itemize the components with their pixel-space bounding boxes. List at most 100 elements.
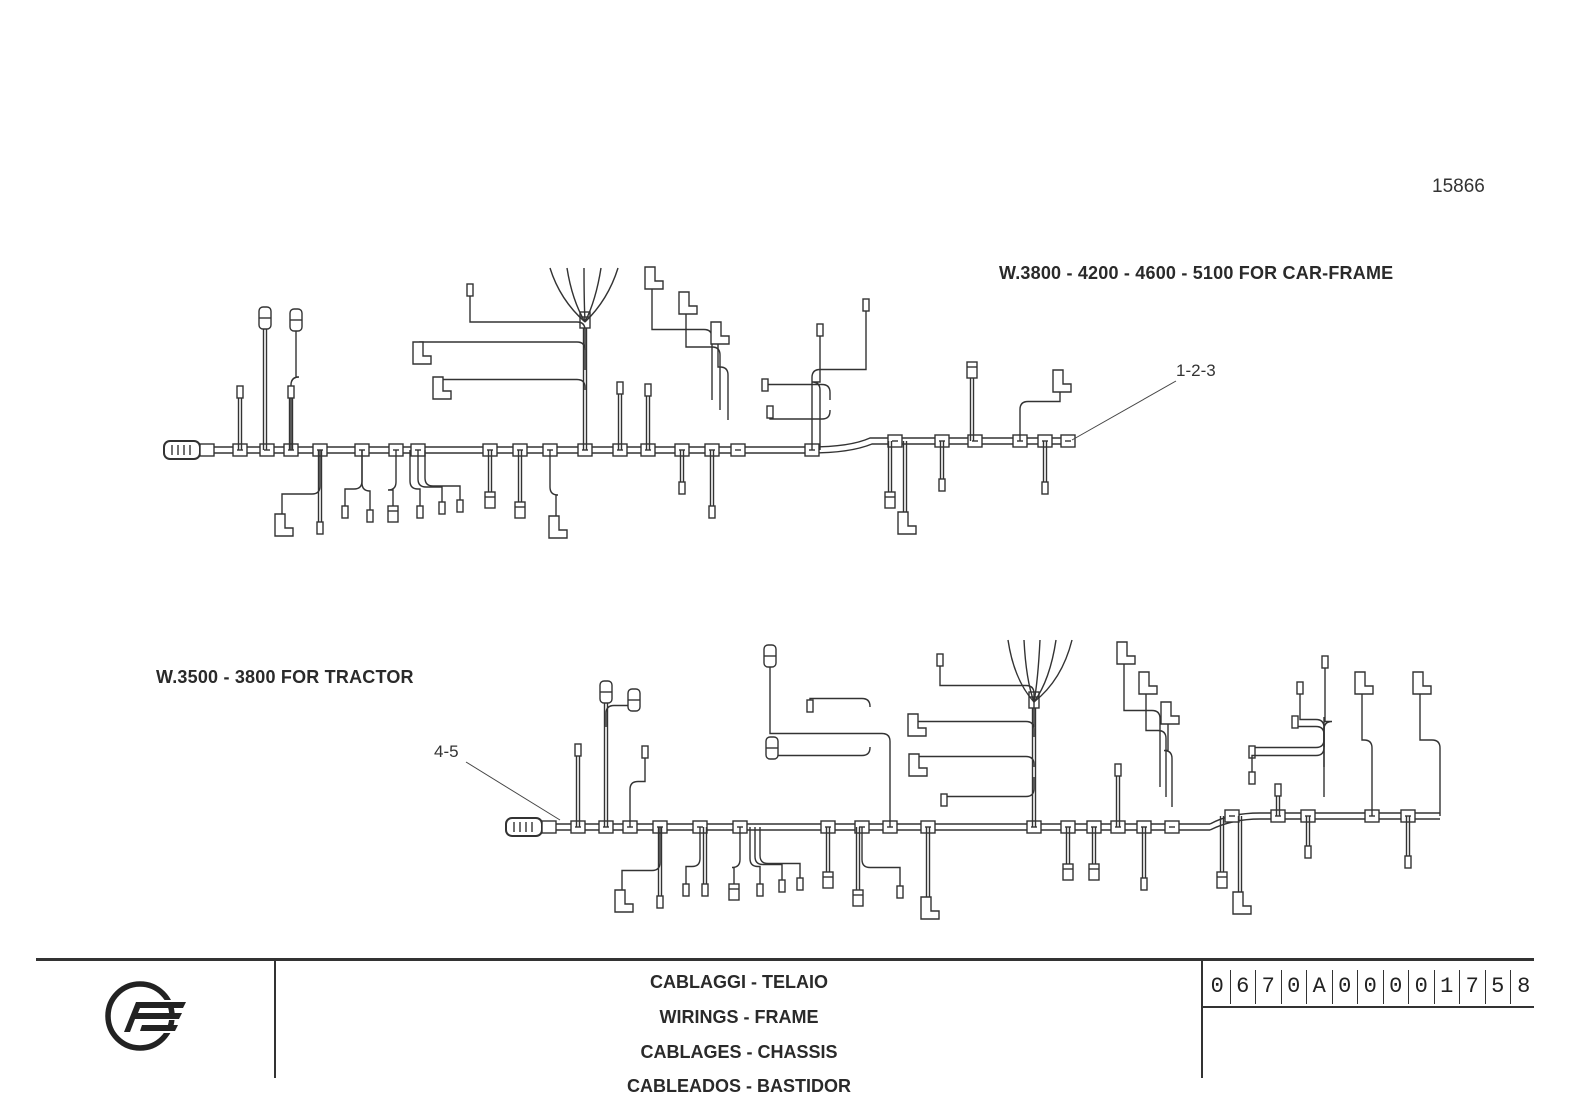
part-code-char: 7 xyxy=(1460,970,1486,1004)
harness-branch xyxy=(764,383,831,400)
harness-branch xyxy=(914,720,1035,737)
connector xyxy=(678,481,686,495)
connector xyxy=(884,491,896,509)
harness-branch xyxy=(754,827,783,886)
connector xyxy=(761,378,769,392)
harness-branch xyxy=(469,290,586,370)
wiring-diagram xyxy=(163,266,1441,920)
tractor-harness xyxy=(505,639,1441,920)
harness-branch xyxy=(1023,639,1035,703)
connector xyxy=(416,505,424,519)
harness-branch xyxy=(419,341,586,351)
harness-branch xyxy=(281,450,321,522)
variant-label-tractor: W.3500 - 3800 FOR TRACTOR xyxy=(156,667,414,687)
connector xyxy=(756,883,764,897)
connector xyxy=(816,323,824,337)
connector xyxy=(641,745,649,759)
harness-branch xyxy=(1033,639,1073,703)
connector xyxy=(1052,369,1072,393)
part-code-char: 0 xyxy=(1205,970,1231,1004)
harness-branch xyxy=(685,300,721,410)
harness-branch xyxy=(344,450,363,512)
harness-branch xyxy=(685,827,701,890)
connector xyxy=(862,298,870,312)
harness-branch xyxy=(717,330,729,420)
part-code-char: 0 xyxy=(1384,970,1409,1004)
connector xyxy=(852,889,864,907)
connector xyxy=(1140,877,1148,891)
connector xyxy=(274,513,294,537)
harness-branch xyxy=(731,827,741,892)
harness-branch xyxy=(769,656,891,827)
title-spanish: CABLEADOS - BASTIDOR xyxy=(627,1076,851,1096)
connector xyxy=(682,883,690,897)
connector xyxy=(236,385,244,399)
harness-branch xyxy=(605,700,635,727)
connector xyxy=(366,509,374,523)
connector xyxy=(412,341,432,365)
harness-branch xyxy=(409,450,421,512)
connector xyxy=(966,361,978,379)
connector xyxy=(456,499,464,513)
code-underline xyxy=(1203,1006,1534,1008)
connector xyxy=(1321,655,1329,669)
part-code: 0 6 7 0 A 0 0 0 0 1 7 5 8 xyxy=(1205,970,1537,1004)
part-code-char: 0 xyxy=(1409,970,1435,1004)
harness-branch xyxy=(1007,639,1035,703)
harness-branch xyxy=(1033,639,1057,703)
harness-branch xyxy=(1294,722,1325,747)
harness-branch xyxy=(424,450,461,506)
variant-label-car-frame: W.3800 - 4200 - 4600 - 5100 FOR CAR-FRAM… xyxy=(999,263,1394,283)
connector xyxy=(728,883,740,901)
connector xyxy=(1041,481,1049,495)
connector xyxy=(940,793,948,807)
connector xyxy=(701,883,709,897)
harness-branch xyxy=(811,330,821,450)
harness-branch xyxy=(943,777,1035,800)
harness-branch xyxy=(1419,680,1441,816)
harness-branch xyxy=(759,827,801,884)
part-code-char: A xyxy=(1307,970,1333,1004)
harness-branch xyxy=(809,697,871,707)
callout-leader-top xyxy=(1071,380,1177,441)
harness-branch xyxy=(290,320,300,450)
connector xyxy=(1296,681,1304,695)
connector xyxy=(484,491,496,509)
harness-branch xyxy=(1323,662,1333,797)
connector xyxy=(656,895,664,909)
harness-branch xyxy=(387,450,397,514)
connector xyxy=(1354,671,1374,695)
connector xyxy=(574,743,582,757)
connector xyxy=(644,266,664,290)
connector xyxy=(897,511,917,535)
connector xyxy=(466,283,474,297)
harness-branch xyxy=(1019,378,1061,441)
harness-branch xyxy=(1361,680,1373,816)
part-code-char: 1 xyxy=(1435,970,1460,1004)
title-english: WIRINGS - FRAME xyxy=(659,1007,819,1027)
connector xyxy=(778,879,786,893)
connector xyxy=(1114,763,1122,777)
harness-branch xyxy=(629,752,646,827)
connector xyxy=(936,653,944,667)
connector xyxy=(1232,891,1252,915)
connector xyxy=(822,871,834,889)
harness-branch xyxy=(915,755,1035,767)
connector xyxy=(1291,715,1299,729)
connector xyxy=(796,877,804,891)
part-code-char: 0 xyxy=(1282,970,1307,1004)
part-code-char: 7 xyxy=(1256,970,1282,1004)
title-block-top-rule xyxy=(36,958,1534,961)
harness-branch xyxy=(549,450,559,524)
connector xyxy=(1274,783,1282,797)
connector xyxy=(548,515,568,539)
connector xyxy=(1138,671,1158,695)
harness-branch xyxy=(939,660,1035,727)
harness-branch xyxy=(549,267,586,323)
harness-branch xyxy=(1145,680,1167,797)
callout-label-top: 1-2-3 xyxy=(1176,361,1216,380)
harness-branch xyxy=(621,827,661,898)
harness-branch xyxy=(439,378,586,390)
harness-branch xyxy=(769,410,831,420)
connector xyxy=(938,478,946,492)
